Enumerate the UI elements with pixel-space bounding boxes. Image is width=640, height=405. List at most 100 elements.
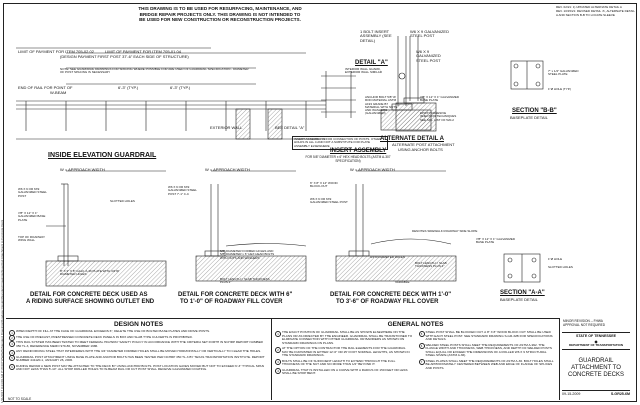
banner-line-2: BRIDGE REPAIR PROJECTS ONLY. THIS DRAWIN…	[139, 11, 301, 17]
note-number: 4	[275, 368, 281, 375]
note-number: 7	[418, 359, 425, 366]
drawing-title-3: CONCRETE DECKS	[567, 372, 624, 379]
section-aa-slotted: SLOTTED HOLES	[548, 265, 573, 269]
note-number: 2	[275, 346, 281, 353]
six-inch-approach-width: W = APPROACH WIDTH	[205, 167, 250, 172]
drawing-date: 09-15-2009	[562, 392, 581, 396]
see-detail-a-label: BEE DETAIL "A"	[275, 125, 305, 130]
section-aa-drawing	[503, 253, 541, 283]
six-inch-title-1: DETAIL FOR CONCRETE DECK WITH 6"	[178, 292, 293, 298]
department-name: DEPARTMENT OF TRANSPORTATION	[569, 342, 623, 347]
six-inch-title-2: TO 1'-0" OF ROADWAY FILL COVER	[180, 299, 283, 305]
note-text: STEEL PLATES SHALL MEET THE REQUIREMENTS…	[425, 358, 554, 370]
outlet-post: W6 X 9 OR 6X9 GALVANIZED STEEL POST	[18, 187, 47, 198]
drawing-title-1: GUARDRAIL	[578, 358, 614, 364]
state-name: STATE OF TENNESSEE	[575, 334, 616, 338]
elevation-note: NOTE: SEE GUARDRAIL DRAWINGS FOR SPACING…	[60, 67, 249, 75]
drawing-title: GUARDRAIL ATTACHMENT TO CONCRETE DECKS	[562, 358, 630, 380]
one-foot-bolt-length: BOLT LENGTH = SLAB THICKNESS PLUS 2"	[415, 261, 447, 269]
detail-a-title: DETAIL "A"	[355, 60, 388, 66]
design-notes-title: DESIGN NOTES	[113, 321, 164, 328]
scale-note: NOT TO SCALE	[8, 397, 32, 401]
one-foot-detail-drawing	[335, 170, 457, 282]
one-foot-variable: VARIABLE	[395, 280, 410, 284]
outlet-approach-width: W = APPROACH WIDTH	[60, 167, 105, 172]
one-foot-holes: 3/4"Ø DIAMETER HOLES	[370, 255, 405, 259]
revision-2: REV. 10/15/21: REVISED DETAIL 'A', ALTER…	[556, 8, 635, 17]
section-bb-sub: BASEPLATE DETAIL	[510, 115, 548, 120]
note-number: 3	[9, 340, 15, 347]
alt-detail-a-drawing	[395, 36, 437, 132]
one-foot-approach-width: W = APPROACH WIDTH	[350, 167, 395, 172]
section-bb-hole: 1"Ø HOLE (TYP.)	[548, 87, 572, 91]
outlet-detail-drawing	[45, 170, 167, 287]
rev-note-1: MINOR REVISION -- FHWA	[563, 319, 603, 323]
section-bb-drawing	[510, 60, 544, 90]
note-text: BOLTS SHALL BE OF SUFFICIENT LENGTH TO E…	[282, 358, 396, 367]
alt-detail-a-sub1: ALTERNATE POST ATTACHMENT	[392, 142, 455, 147]
exterior-wall-label: EXTERIOR WALL	[210, 125, 243, 130]
note-text: GUARDRAIL THAT IS INSTALLED ON A CURVE W…	[282, 367, 408, 376]
drawing-title-2: ATTACHMENT TO	[571, 365, 621, 372]
note-text: DURING REPAIR A NEW POST MAY BE ATTACHED…	[16, 363, 264, 372]
section-bb-plate: 7" x 1/4" GALVANIZED STEEL PLATE	[548, 69, 579, 77]
tn-logo-icon: ◆	[594, 338, 598, 344]
outlet-wing-wall: TOP OF ROADWAY WING WALL	[18, 235, 46, 243]
limit-payment-1: LIMIT OF PAYMENT FOR ITEM 705-02.02	[18, 49, 94, 54]
general-notes-title: GENERAL NOTES	[387, 321, 444, 328]
limit-payment-note: (DESIGN PAYMENT FIRST POST 37'-6" EACH S…	[60, 54, 189, 59]
note-text: GUARDRAIL POST ATTACHMENT USING BASE PLA…	[16, 354, 265, 363]
note-number: 4	[9, 349, 15, 356]
rail-label: W-BEAM	[50, 90, 67, 95]
detail-a-post-label: W6 X 9 GALVANIZED STEEL POST	[410, 29, 449, 39]
note-number: 6	[9, 364, 15, 371]
six-inch-post: W6 X 9 OR 6X9 GALVANIZED STEEL POST 7'-1…	[168, 185, 197, 196]
one-foot-blockout: 6" X 8" X 14" WOOD BLOCK-OUT	[310, 181, 338, 189]
section-aa-hole: 1"Ø HOLE	[548, 257, 563, 261]
rev-note-2: APPROVAL NOT REQUIRED	[563, 322, 606, 327]
note-number: 1	[275, 330, 281, 337]
alt-detail-a-title: ALTERNATE DETAIL A	[380, 136, 444, 142]
note-number: 1	[9, 329, 15, 336]
note-text: STEEL POST SHALL BE BLOCKED OUT. A 8" X …	[425, 330, 553, 342]
note-number: 2	[9, 335, 15, 342]
alt-detail-post: W6 X 9 GALVANIZED STEEL POST	[416, 49, 441, 63]
note-number: 3	[275, 359, 281, 366]
six-inch-detail-drawing	[195, 170, 307, 282]
note-text: AT THE OPTION OF THE CONTRACTOR THE RAIL…	[282, 346, 410, 358]
section-aa-plate: 7/8" X 12" X 1" GALVANIZED BASE PLATE	[476, 237, 516, 245]
note-number: 5	[418, 330, 425, 337]
outlet-title-2: A RIDING SURFACE SHOWING OUTLET END	[26, 299, 155, 305]
note-text: THE EXACT POSITION OF GUARDRAIL SHALL BE…	[282, 330, 413, 345]
one-foot-post: W6 X 9 OR 6X9 GALVANIZED STEEL POST	[310, 197, 348, 205]
revision-approval: MINOR REVISION -- FHWA APPROVAL NOT REQU…	[563, 319, 606, 328]
alt-detail-epoxy: EPOXY ADHESIVE INJECTION TECHNIQUES SEE …	[420, 111, 457, 122]
drawing-number: S-GR25-6M	[610, 392, 630, 396]
section-aa-sub: BASEPLATE DETAIL	[500, 297, 538, 302]
title-block: MINOR REVISION -- FHWA APPROVAL NOT REQU…	[560, 318, 634, 400]
detail-a-bolt-label: 1 BOLT INSERT ASSEMBLY (SEE DETAIL)	[360, 29, 392, 43]
outlet-slotted: SLOTTED HOLES	[110, 199, 135, 203]
note-text: THIS RAIL SYSTEM HAS BEEN TESTED TO MEET…	[16, 340, 263, 348]
outlet-holes: 8" X 3" X 8" GALV. A-36 PLATE WITH 3/4"Ø…	[60, 269, 119, 277]
six-inch-bolt-length: BOLT LENGTH = SLAB THICKNESS PLUS 2"	[220, 277, 270, 285]
detail-a-sub: INTERIOR WALL GUARD, EXTERIOR WALL SIMIL…	[345, 67, 382, 75]
one-foot-title-1: DETAIL FOR CONCRETE DECK WITH 1'-0"	[330, 292, 452, 298]
banner-line-1: THIS DRAWING IS TO BE USED FOR RESURFACI…	[138, 6, 302, 11]
alt-detail-plate: 7/8" X 12" X 1" GALVANIZED BASE PLATE	[420, 95, 460, 103]
insert-assembly-sub: FOR 5/8" DIAMETER x 6" HEX HEAD BOLTS (A…	[305, 155, 391, 163]
insert-assembly-title: INSERT ASSEMBLY	[330, 148, 387, 154]
